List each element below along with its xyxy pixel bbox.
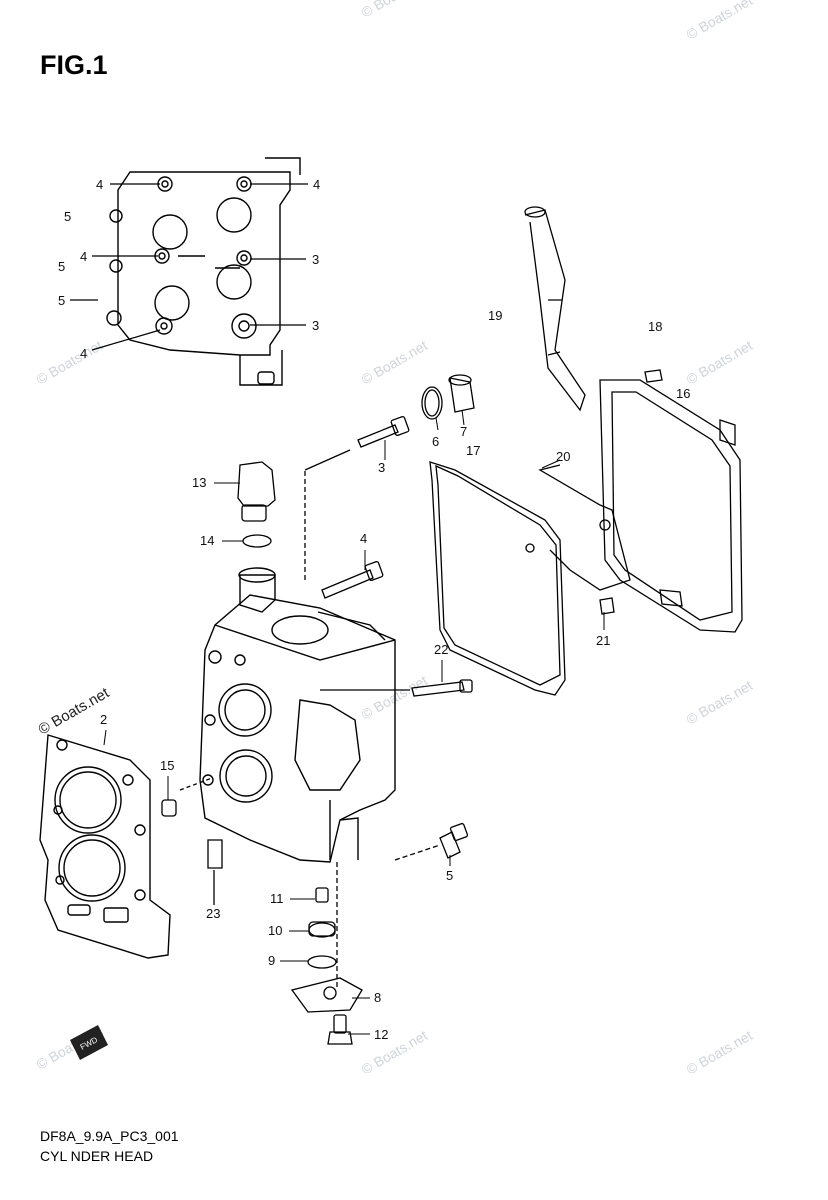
callout-leaders (167, 409, 605, 1035)
callout-17: 17 (466, 443, 480, 458)
watermarks: © Boats.net © Boats.net © Boats.net © Bo… (34, 0, 756, 1078)
callout-22: 22 (434, 642, 448, 657)
callout-12: 12 (374, 1027, 388, 1042)
cylinder-head (199, 567, 396, 863)
callout-8: 8 (374, 990, 381, 1005)
callout-19: 19 (488, 308, 502, 323)
bolt-pattern-inset (106, 157, 301, 386)
callout-4: 4 (360, 531, 367, 546)
callout-5: 5 (58, 259, 65, 274)
head-gasket (39, 734, 171, 959)
callout-14: 14 (200, 533, 214, 548)
watermark: © Boats.net (359, 0, 431, 21)
watermark: © Boats.net (684, 677, 756, 728)
callout-5: 5 (446, 868, 453, 883)
figure-title: FIG.1 (40, 50, 108, 80)
callout-21: 21 (596, 633, 610, 648)
callout-23: 23 (206, 906, 220, 921)
callouts: 4 4 5 4 5 3 5 3 4 19 18 16 6 7 17 20 3 1… (58, 177, 690, 1042)
diagram-footer: DF8A_9.9A_PC3_001 CYL NDER HEAD (40, 1126, 179, 1166)
callout-13: 13 (192, 475, 206, 490)
callout-20: 20 (556, 449, 570, 464)
callout-11: 11 (270, 891, 284, 906)
callout-2: 2 (100, 712, 107, 727)
cover-gasket (429, 461, 566, 696)
watermark: © Boats.net (359, 1027, 431, 1078)
callout-3: 3 (312, 318, 319, 333)
thermostat-cap (237, 461, 276, 548)
cover-plate (538, 369, 743, 633)
callout-4: 4 (96, 177, 103, 192)
callout-3: 3 (378, 460, 385, 475)
diagram-title: CYL NDER HEAD (40, 1148, 154, 1164)
callout-7: 7 (460, 424, 467, 439)
callout-10: 10 (268, 923, 282, 938)
inset-leaders (70, 183, 308, 351)
callout-5: 5 (58, 293, 65, 308)
callout-16: 16 (676, 386, 690, 401)
fwd-arrow: FWD (70, 1025, 108, 1060)
watermark: © Boats.net (684, 1027, 756, 1078)
anode-assembly (290, 862, 363, 1045)
bolts (304, 416, 473, 861)
hose (524, 206, 586, 412)
plug-oring (421, 374, 475, 420)
watermark: © Boats.net (684, 0, 756, 43)
callout-9: 9 (268, 953, 275, 968)
leader-2 (103, 729, 107, 746)
callout-4: 4 (80, 346, 87, 361)
callout-15: 15 (160, 758, 174, 773)
callout-18: 18 (648, 319, 662, 334)
dowel-pins (161, 777, 223, 905)
diagram-code: DF8A_9.9A_PC3_001 (40, 1128, 179, 1144)
watermark: © Boats.net (684, 337, 756, 388)
watermark: © Boats.net (34, 337, 106, 388)
watermark: © Boats.net (359, 337, 431, 388)
callout-3: 3 (312, 252, 319, 267)
callout-6: 6 (432, 434, 439, 449)
callout-4: 4 (313, 177, 320, 192)
callout-4: 4 (80, 249, 87, 264)
callout-5: 5 (64, 209, 71, 224)
